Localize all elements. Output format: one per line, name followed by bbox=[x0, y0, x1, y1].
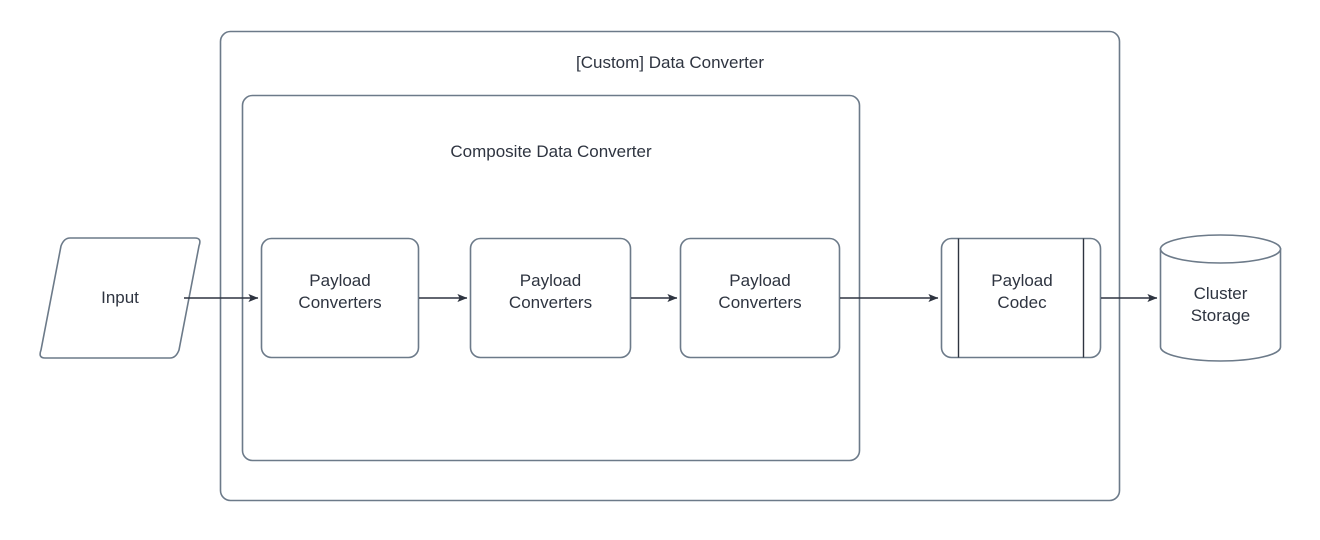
node-input-shape[interactable] bbox=[39, 237, 201, 359]
node-cluster-storage-top-ellipse bbox=[1159, 234, 1282, 264]
node-payload-converters-1-shape[interactable] bbox=[260, 237, 420, 359]
node-payload-converters-3-shape[interactable] bbox=[679, 237, 841, 359]
node-payload-converters-2-shape[interactable] bbox=[469, 237, 632, 359]
node-payload-codec-shape[interactable] bbox=[940, 237, 1102, 359]
node-cluster-storage-body[interactable] bbox=[1159, 248, 1282, 362]
